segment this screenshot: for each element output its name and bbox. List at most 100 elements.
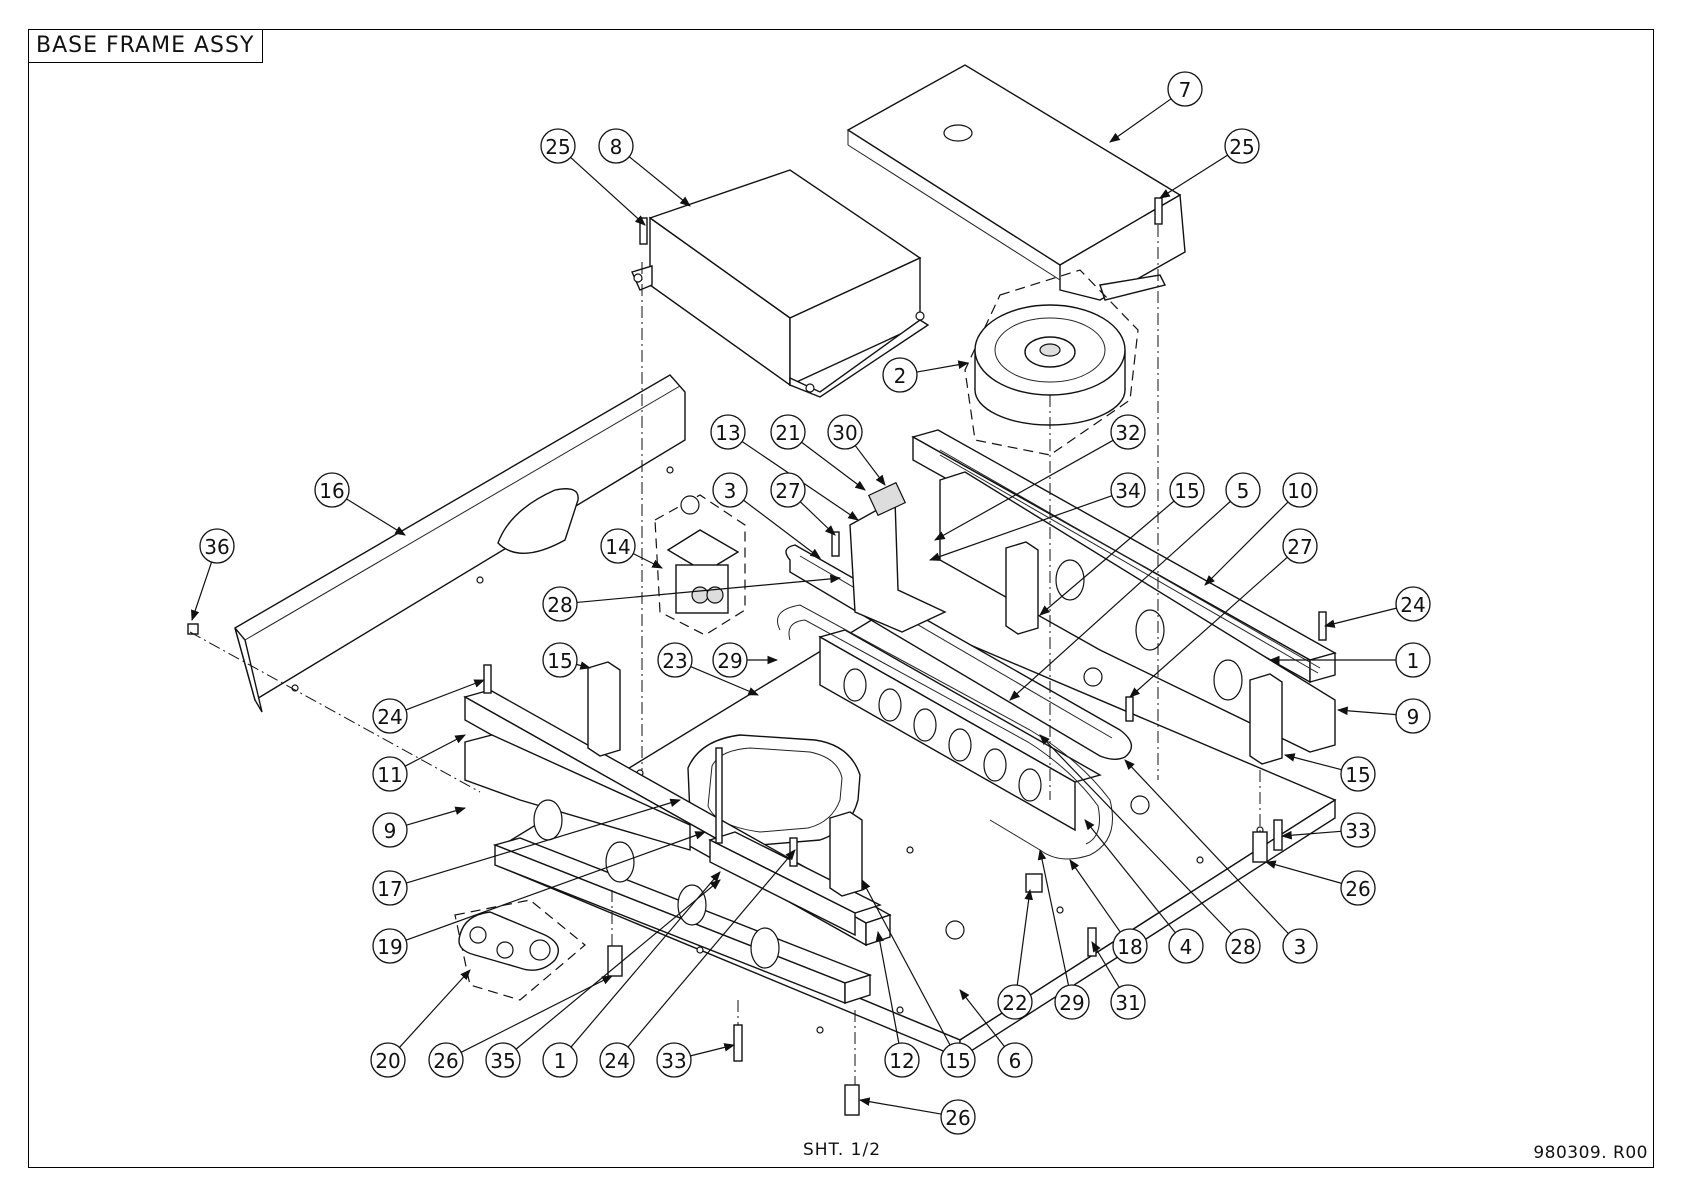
leader-line bbox=[1160, 155, 1228, 198]
callout-label: 25 bbox=[545, 135, 570, 159]
leader-line bbox=[346, 499, 405, 535]
leader-line bbox=[405, 735, 465, 766]
callout-label: 6 bbox=[1009, 1049, 1022, 1073]
callout-label: 22 bbox=[1002, 991, 1027, 1015]
callout-balloon: 25 bbox=[541, 129, 575, 163]
callout-label: 34 bbox=[1115, 479, 1140, 503]
sheet-number: SHT. 1/2 bbox=[0, 1140, 1684, 1160]
callout-label: 31 bbox=[1115, 991, 1140, 1015]
callout-label: 1 bbox=[554, 1049, 567, 1073]
callout-balloon: 9 bbox=[373, 813, 407, 847]
callout-balloon: 1 bbox=[543, 1043, 577, 1077]
callout-balloon: 28 bbox=[543, 587, 577, 621]
callout-balloon: 15 bbox=[1170, 473, 1204, 507]
callout-label: 36 bbox=[204, 535, 229, 559]
callout-balloon: 8 bbox=[599, 129, 633, 163]
callout-label: 27 bbox=[775, 479, 800, 503]
callout-label: 20 bbox=[375, 1049, 400, 1073]
callout-balloon: 1 bbox=[1396, 643, 1430, 677]
leader-line bbox=[690, 1045, 734, 1056]
callout-label: 3 bbox=[1294, 935, 1307, 959]
leader-line bbox=[461, 976, 612, 1052]
callout-balloon: 23 bbox=[658, 643, 692, 677]
callout-label: 19 bbox=[377, 935, 402, 959]
callout-label: 8 bbox=[610, 135, 623, 159]
leader-line bbox=[860, 1100, 941, 1114]
leader-line bbox=[917, 363, 968, 372]
leader-line bbox=[399, 970, 470, 1047]
leader-line bbox=[406, 808, 465, 825]
callout-balloon: 15 bbox=[543, 643, 577, 677]
callout-label: 32 bbox=[1115, 421, 1140, 445]
callout-balloon: 29 bbox=[1055, 985, 1089, 1019]
callout-label: 9 bbox=[1407, 705, 1420, 729]
callout-balloon: 26 bbox=[1341, 871, 1375, 905]
callout-label: 35 bbox=[490, 1049, 515, 1073]
callout-label: 11 bbox=[377, 763, 402, 787]
callout-label: 17 bbox=[377, 877, 402, 901]
callout-label: 23 bbox=[662, 649, 687, 673]
callout-label: 28 bbox=[547, 593, 572, 617]
callout-balloon: 13 bbox=[711, 415, 745, 449]
callout-label: 15 bbox=[945, 1049, 970, 1073]
callout-balloon: 10 bbox=[1283, 473, 1317, 507]
leader-line bbox=[855, 446, 885, 485]
bracket-13 bbox=[850, 483, 945, 632]
callout-label: 4 bbox=[1180, 935, 1193, 959]
callout-balloon: 3 bbox=[713, 473, 747, 507]
leader-line bbox=[800, 502, 835, 535]
callout-label: 24 bbox=[1400, 593, 1425, 617]
drawing-number: 980309. R00 bbox=[1533, 1143, 1648, 1163]
callout-balloon: 27 bbox=[1283, 529, 1317, 563]
callout-balloon: 25 bbox=[1225, 129, 1259, 163]
callout-balloon: 35 bbox=[486, 1043, 520, 1077]
callout-label: 26 bbox=[1345, 877, 1370, 901]
callout-balloon: 27 bbox=[771, 473, 805, 507]
callout-balloon: 12 bbox=[885, 1043, 919, 1077]
callout-balloon: 11 bbox=[373, 757, 407, 791]
callout-label: 24 bbox=[377, 705, 402, 729]
callout-balloon: 2 bbox=[883, 358, 917, 392]
leader-line bbox=[1325, 608, 1397, 626]
leader-line bbox=[1205, 502, 1288, 585]
callout-label: 15 bbox=[547, 649, 572, 673]
callout-label: 26 bbox=[433, 1049, 458, 1073]
callout-balloon: 33 bbox=[1341, 813, 1375, 847]
callout-label: 26 bbox=[945, 1106, 970, 1130]
callout-balloon: 14 bbox=[601, 529, 635, 563]
callout-balloon: 26 bbox=[941, 1100, 975, 1134]
callout-label: 13 bbox=[715, 421, 740, 445]
callout-label: 21 bbox=[775, 421, 800, 445]
leader-line bbox=[1285, 755, 1342, 770]
callout-balloon: 34 bbox=[1111, 473, 1145, 507]
callout-label: 15 bbox=[1174, 479, 1199, 503]
callout-balloon: 24 bbox=[600, 1043, 634, 1077]
callout-balloon: 33 bbox=[657, 1043, 691, 1077]
callout-label: 3 bbox=[724, 479, 737, 503]
motor-assembly-14 bbox=[655, 495, 745, 635]
callout-balloon: 31 bbox=[1111, 985, 1145, 1019]
leader-line bbox=[576, 664, 590, 668]
callout-balloon: 29 bbox=[713, 643, 747, 677]
callout-label: 25 bbox=[1229, 135, 1254, 159]
callout-label: 30 bbox=[832, 421, 857, 445]
callout-balloon: 21 bbox=[771, 415, 805, 449]
callout-balloon: 16 bbox=[315, 473, 349, 507]
leader-line bbox=[1338, 710, 1396, 715]
callout-balloon: 26 bbox=[429, 1043, 463, 1077]
callout-balloon: 17 bbox=[373, 871, 407, 905]
callout-label: 29 bbox=[717, 649, 742, 673]
leader-line bbox=[192, 562, 212, 620]
callout-label: 15 bbox=[1345, 763, 1370, 787]
callout-balloon: 15 bbox=[941, 1043, 975, 1077]
callout-label: 7 bbox=[1179, 78, 1192, 102]
callout-label: 18 bbox=[1117, 935, 1142, 959]
callout-label: 9 bbox=[384, 819, 397, 843]
leader-line bbox=[1266, 862, 1342, 883]
callout-balloon: 5 bbox=[1226, 473, 1260, 507]
callout-label: 27 bbox=[1287, 535, 1312, 559]
callout-balloon: 9 bbox=[1396, 699, 1430, 733]
leader-line bbox=[629, 157, 690, 206]
callout-balloon: 18 bbox=[1113, 929, 1147, 963]
